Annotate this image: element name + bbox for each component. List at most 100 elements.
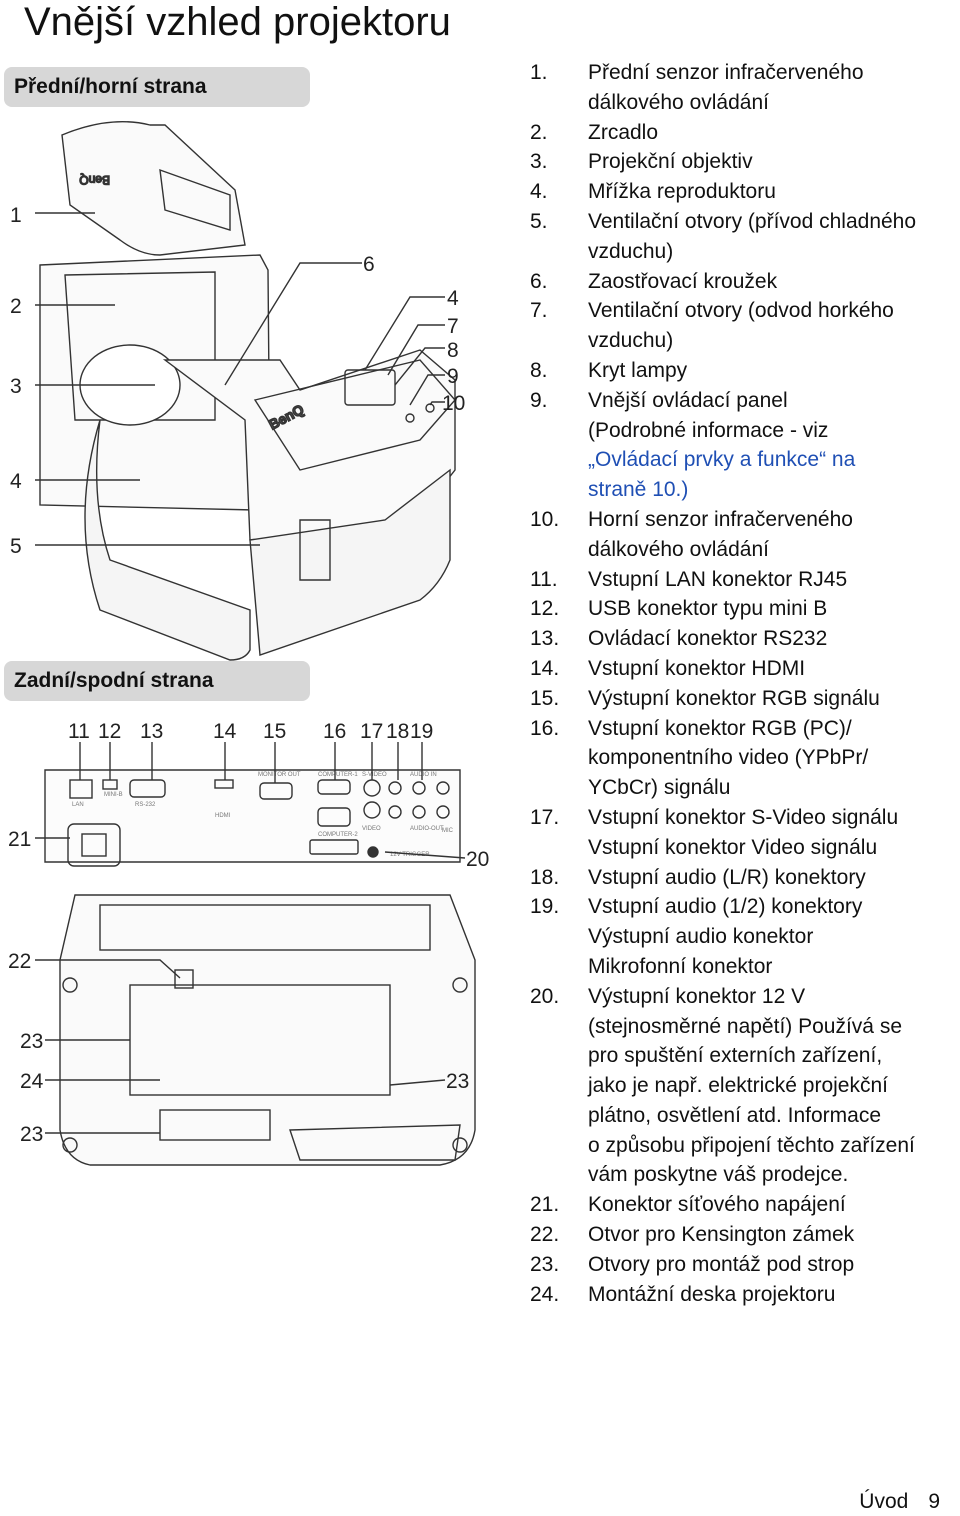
- list-item-text: Vstupní konektor HDMI: [588, 656, 806, 680]
- list-item-text: Vstupní konektor S-Video signálu: [588, 805, 899, 829]
- list-item-text: Ventilační otvory (odvod horkého: [588, 299, 894, 323]
- callout-4b: 4: [447, 287, 459, 310]
- callout-22: 22: [8, 950, 31, 973]
- list-item-text: USB konektor typu mini B: [588, 597, 828, 621]
- list-item-text: Vstupní audio (1/2) konektory: [588, 895, 863, 919]
- list-item-number: 24.: [530, 1282, 560, 1306]
- projector-front-view: [39, 121, 456, 661]
- callout-3: 3: [10, 375, 22, 398]
- section-heading-front: Přední/horní strana: [4, 67, 310, 107]
- list-item-text: jako je např. elektrické projekční: [588, 1074, 888, 1098]
- callout-2: 2: [10, 295, 22, 318]
- controls-link-page[interactable]: straně 10.): [588, 478, 689, 502]
- list-item-text: Mikrofonní konektor: [588, 954, 773, 978]
- list-item-text: Vstupní LAN konektor RJ45: [588, 567, 848, 591]
- callout-15: 15: [263, 720, 286, 743]
- footer-section: Úvod: [859, 1490, 909, 1513]
- list-item-text: pro spuštění externích zařízení,: [588, 1044, 883, 1068]
- callout-13: 13: [140, 720, 163, 743]
- list-item-number: 23.: [530, 1252, 560, 1276]
- brand-logo-front: BenQ: [79, 173, 110, 187]
- port-label-audio-out: AUDIO-OUT: [410, 826, 444, 832]
- list-item-text: Výstupní konektor RGB signálu: [588, 686, 880, 710]
- list-item-text: Vstupní audio (L/R) konektory: [588, 865, 866, 889]
- list-item-number: 6.: [530, 269, 548, 293]
- callout-8: 8: [447, 339, 459, 362]
- callout-5: 5: [10, 535, 22, 558]
- list-item-text: dálkového ovládání: [588, 537, 769, 561]
- port-label-audio-in: AUDIO IN: [410, 772, 437, 778]
- list-item-number: 17.: [530, 805, 560, 829]
- list-item-text: komponentního video (YPbPr/: [588, 746, 869, 770]
- controls-link[interactable]: „Ovládací prvky a funkce“: [588, 448, 827, 472]
- list-item-text: dálkového ovládání: [588, 90, 769, 114]
- port-label-hdmi: HDMI: [215, 813, 231, 819]
- list-item-number: 13.: [530, 627, 560, 651]
- controls-link-line[interactable]: „Ovládací prvky a funkce“ na: [588, 445, 960, 475]
- projector-bottom-view: [59, 894, 476, 1166]
- list-item-number: 5.: [530, 209, 548, 233]
- list-item: 6. Zaostřovací kroužek: [530, 267, 960, 297]
- list-item-text: Konektor síťového napájení: [588, 1193, 846, 1217]
- list-item: 4.Mřížka reproduktoru: [530, 177, 960, 207]
- callout-16: 16: [323, 720, 346, 743]
- list-item-text: Kryt lampy: [588, 358, 688, 382]
- list-item-text: vzduchu): [588, 239, 674, 263]
- list-item-text: Ovládací konektor RS232: [588, 627, 828, 651]
- rear-port-labels: LAN MINI-B RS-232 HDMI MONITOR OUT COMPU…: [72, 772, 454, 858]
- port-label-video: VIDEO: [362, 826, 381, 832]
- port-label-trigger: 12V TRIGGER: [390, 852, 430, 858]
- list-item-text: YCbCr) signálu: [588, 776, 731, 800]
- list-item-number: 16.: [530, 716, 560, 740]
- list-item: 9.Vnější ovládací panel(Podrobné informa…: [530, 386, 960, 505]
- callout-24: 24: [20, 1070, 44, 1093]
- list-item: 15.Výstupní konektor RGB signálu: [530, 684, 960, 714]
- port-label-computer2: COMPUTER-2: [318, 832, 358, 838]
- list-item-text: Vstupní konektor Video signálu: [588, 835, 878, 859]
- list-item-text: Otvory pro montáž pod strop: [588, 1252, 855, 1276]
- list-item-number: 14.: [530, 656, 560, 680]
- port-label-rs232: RS-232: [135, 802, 156, 808]
- leader-lines-rear: [35, 742, 466, 1134]
- callout-14: 14: [213, 720, 237, 743]
- list-item-number: 22.: [530, 1223, 560, 1247]
- list-item: 16. Vstupní konektor RGB (PC)/ komponentní…: [530, 714, 960, 803]
- callout-numbers: 1 2 3 4 5 6 4 7 8 9 10 11 12 13 14 15 16…: [8, 204, 489, 1146]
- list-item-text: Mřížka reproduktoru: [588, 180, 776, 204]
- leader-lines-front: [35, 212, 445, 546]
- list-item-number: 11.: [530, 567, 558, 591]
- callout-17: 17: [360, 720, 383, 743]
- callout-10: 10: [442, 392, 465, 415]
- callout-23b: 23: [20, 1123, 43, 1146]
- projector-illustration: BenQ BenQ: [8, 121, 489, 1166]
- callout-6: 6: [363, 253, 375, 276]
- page-title: Vnější vzhled projektoru: [24, 0, 451, 44]
- callout-19: 19: [410, 720, 433, 743]
- list-item-number: 12.: [530, 597, 560, 621]
- list-item: 13. Ovládací konektor RS232: [530, 624, 960, 654]
- list-item-number: 20.: [530, 984, 560, 1008]
- port-label-mic: MIC: [442, 828, 454, 834]
- list-item-text: Vstupní konektor RGB (PC)/: [588, 716, 852, 740]
- list-item: 24.Montážní deska projektoru: [530, 1280, 960, 1310]
- controls-link-tail[interactable]: na: [826, 448, 856, 472]
- list-item-number: 18.: [530, 865, 560, 889]
- footer-page-number: 9: [928, 1490, 940, 1513]
- list-item-number: 19.: [530, 895, 560, 919]
- list-item-number: 3.: [530, 150, 548, 174]
- list-item-number: 21.: [530, 1193, 560, 1217]
- list-item-text: Zaostřovací kroužek: [588, 269, 778, 293]
- list-item-number: 8.: [530, 358, 548, 382]
- callout-21: 21: [8, 828, 31, 851]
- list-item: 2.Zrcadlo: [530, 118, 960, 148]
- list-item: 8. Kryt lampy: [530, 356, 960, 386]
- list-item-number: 9.: [530, 388, 548, 412]
- list-item-text: Zrcadlo: [588, 120, 659, 144]
- list-item-text: Horní senzor infračerveného: [588, 507, 853, 531]
- list-item-text: vám poskytne váš prodejce.: [588, 1163, 849, 1187]
